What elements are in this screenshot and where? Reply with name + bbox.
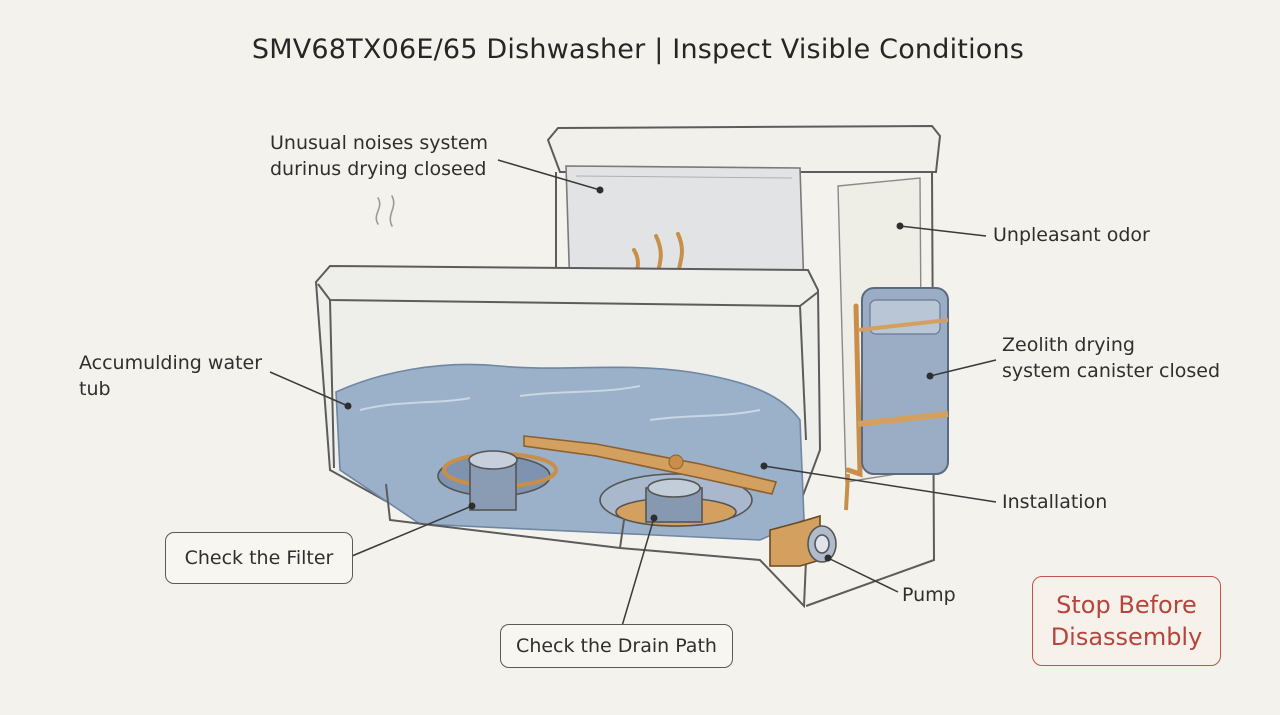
label-unpleasant-odor: Unpleasant odor (993, 224, 1150, 246)
label-installation: Installation (1002, 491, 1108, 513)
label-zeolith-line2: system canister closed (1002, 360, 1221, 382)
noise-waves-icon (375, 195, 395, 227)
check-drain-path-button[interactable]: Check the Drain Path (500, 624, 733, 668)
label-unusual-noises: Unusual noises system durinus drying clo… (270, 130, 488, 182)
label-unusual-noises-line2: durinus drying closeed (270, 158, 487, 180)
leader-dots (344, 186, 934, 562)
stop-before-disassembly-badge[interactable]: Stop Before Disassembly (1032, 576, 1221, 666)
drain-sump (599, 473, 753, 527)
spray-arm (523, 435, 778, 495)
pump (769, 514, 837, 567)
filter-assembly (437, 450, 558, 511)
warning-line2: Disassembly (1050, 623, 1203, 651)
dishwasher-base (385, 483, 807, 609)
label-accumulating-water: Accumulding water tub (79, 350, 262, 402)
label-pump: Pump (902, 584, 956, 606)
zeolith-canister (844, 287, 949, 511)
leader-lines (269, 159, 997, 627)
page-title: SMV68TX06E/65 Dishwasher | Inspect Visib… (251, 34, 1025, 65)
check-filter-button[interactable]: Check the Filter (165, 532, 353, 584)
label-accum-line1: Accumulding water (79, 352, 263, 374)
label-unusual-noises-line1: Unusual noises system (270, 132, 489, 154)
warning-line1: Stop Before (1056, 591, 1197, 619)
label-zeolith-canister: Zeolith drying system canister closed (1002, 332, 1220, 384)
label-accum-line2: tub (79, 378, 111, 400)
label-zeolith-line1: Zeolith drying (1002, 334, 1135, 356)
